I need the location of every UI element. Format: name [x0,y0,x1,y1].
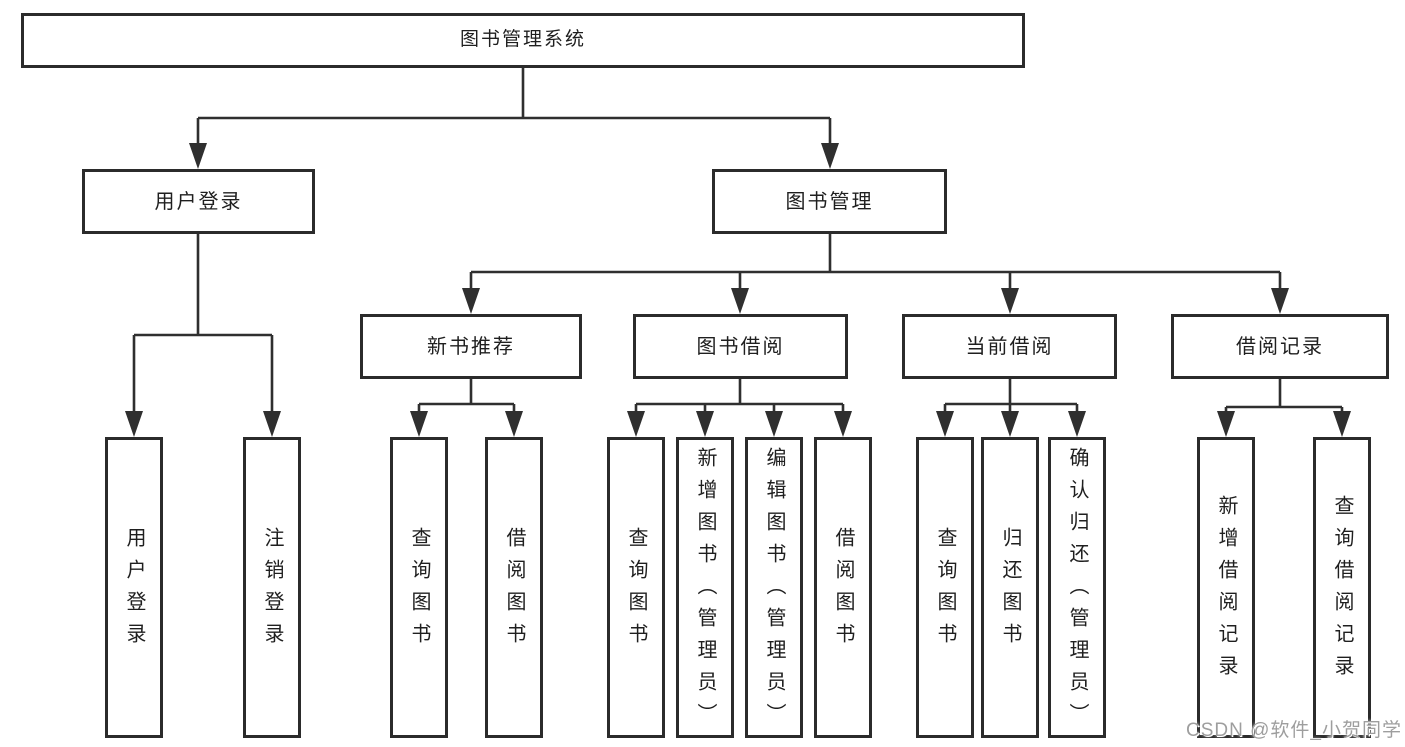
leaf-query-borrow-record: 查询借阅记录 [1313,437,1371,738]
leaf-query-book-recommend: 查询图书 [390,437,448,738]
leaf-confirm-return-admin: 确认归还（管理员） [1048,437,1106,738]
leaf-borrow-book: 借阅图书 [814,437,872,738]
node-user-login: 用户登录 [82,169,315,234]
leaf-query-book-current: 查询图书 [916,437,974,738]
node-borrow-records: 借阅记录 [1171,314,1389,379]
node-new-book-recommend: 新书推荐 [360,314,582,379]
node-library-system: 图书管理系统 [21,13,1025,68]
leaf-logout: 注销登录 [243,437,301,738]
leaf-add-book-admin: 新增图书（管理员） [676,437,734,738]
csdn-watermark: CSDN @软件_小贺同学 [1186,720,1402,741]
leaf-borrow-book-recommend: 借阅图书 [485,437,543,738]
leaf-edit-book-admin: 编辑图书（管理员） [745,437,803,738]
node-book-borrowing: 图书借阅 [633,314,848,379]
node-current-borrowing: 当前借阅 [902,314,1117,379]
leaf-query-book-borrowing: 查询图书 [607,437,665,738]
leaf-return-book: 归还图书 [981,437,1039,738]
leaf-user-login: 用户登录 [105,437,163,738]
tree-edges [132,68,1344,413]
arrowhead-icons [125,143,1351,437]
leaf-add-borrow-record: 新增借阅记录 [1197,437,1255,738]
node-book-management: 图书管理 [712,169,947,234]
